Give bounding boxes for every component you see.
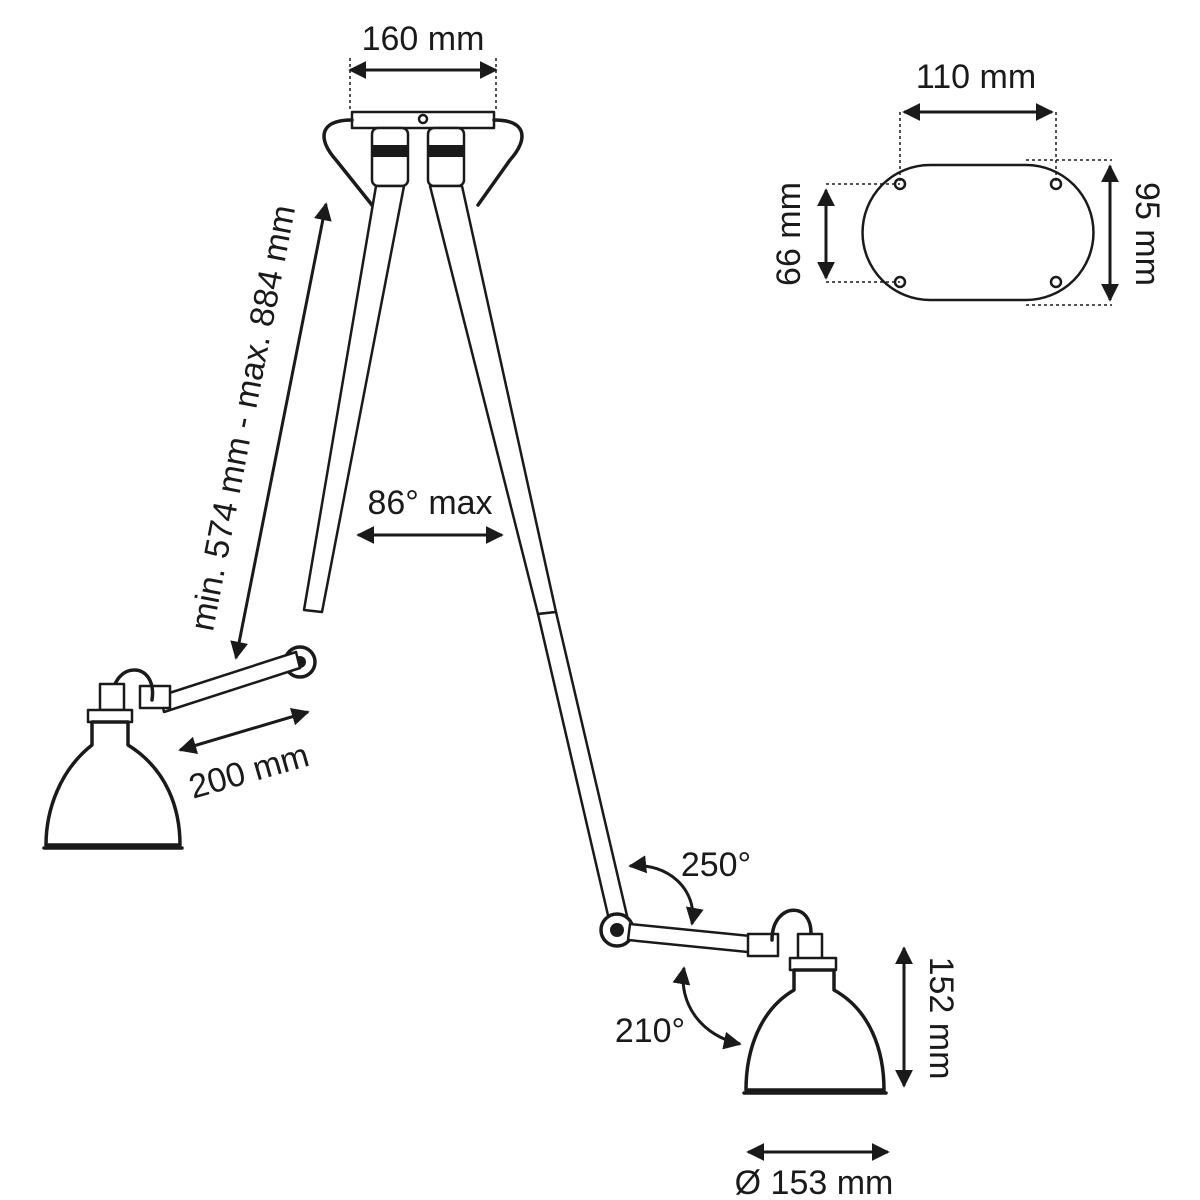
arm-length-label: min. 574 mm - max. 884 mm	[183, 202, 303, 634]
plate-inner-height-label: 66 mm	[770, 182, 808, 286]
shade-diameter-label: Ø 153 mm	[735, 1164, 894, 1200]
mounting-plate	[826, 112, 1112, 306]
arm-angle-label: 86° max	[367, 484, 492, 522]
rotation-lower-label: 210°	[615, 1012, 685, 1050]
plate-width-label: 110 mm	[916, 58, 1036, 96]
dimension-lines	[178, 58, 1119, 1161]
short-arm-label: 200 mm	[185, 736, 314, 806]
shade-height-label: 152 mm	[922, 957, 960, 1080]
right-shade	[742, 956, 888, 1095]
canopy-width-label: 160 mm	[362, 20, 485, 58]
left-shade	[42, 708, 184, 850]
rotation-upper-label: 250°	[681, 846, 751, 884]
plate-outer-height-label: 95 mm	[1128, 182, 1166, 286]
ceiling-canopy	[322, 110, 524, 207]
right-arm	[428, 184, 824, 962]
